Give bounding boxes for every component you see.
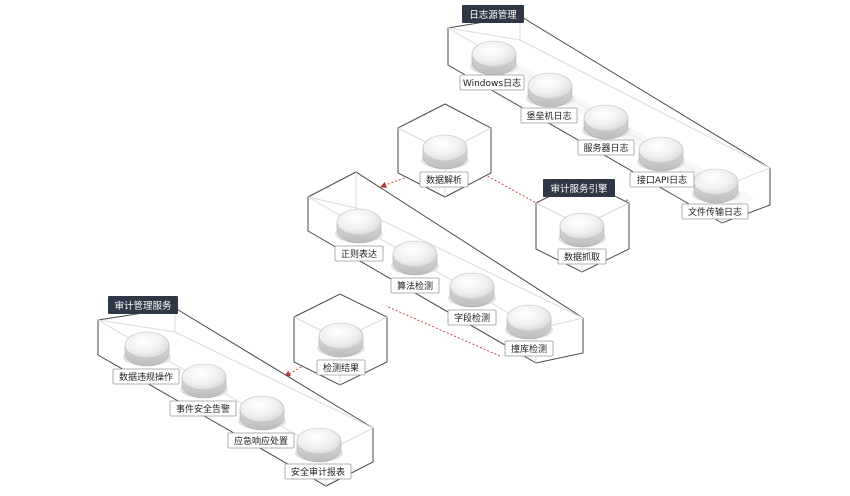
node-label: 文件传输日志 [688,206,742,218]
node-data-parse[interactable]: 数据解析 [419,171,469,188]
node-label: 安全审计报表 [291,466,345,478]
node-windows-log[interactable]: Windows日志 [459,74,525,91]
group-title: 日志源管理 [469,9,517,21]
node-label: 堡垒机日志 [526,110,571,122]
group-title: 审计服务引擎 [550,183,608,195]
group-title: 审计管理服务 [114,300,172,312]
node-regex[interactable]: 正则表达 [334,245,384,262]
node-label: 数据抓取 [564,251,600,263]
node-label: 算法检测 [397,280,433,292]
disc-data-capture [558,212,606,248]
node-labels: Windows日志 堡垒机日志 服务器日志 接口API日志 文件传输日志 数据解… [112,74,749,480]
node-label: 检测结果 [323,362,359,374]
title-audit-engine: 审计服务引擎 [543,179,615,197]
disc-server-log [582,104,630,140]
node-label: 服务器日志 [583,142,628,154]
node-security-alert[interactable]: 事件安全告警 [169,400,237,417]
connector-result-to-management [284,364,306,377]
node-data-capture[interactable]: 数据抓取 [557,248,607,265]
node-api-log[interactable]: 接口API日志 [629,171,695,188]
disc-file-transfer-log [692,168,740,204]
node-violation-ops[interactable]: 数据违规操作 [112,368,180,385]
disc-algorithm [391,240,439,276]
disc-audit-report [295,427,343,463]
node-field[interactable]: 字段检测 [447,309,497,326]
node-label: 数据解析 [426,174,462,186]
disc-field [448,272,496,308]
node-file-transfer-log[interactable]: 文件传输日志 [681,203,749,220]
node-emergency-response[interactable]: 应急响应处置 [227,432,295,449]
node-credential-stuffing[interactable]: 撞库检测 [504,340,554,357]
node-label: 撞库检测 [511,343,547,355]
connector-detection-to-result [385,305,501,357]
disc-credential-stuffing [505,304,553,340]
disc-detection-result [317,322,365,358]
disc-regex [335,208,383,244]
disc-emergency-response [238,395,286,431]
node-algorithm[interactable]: 算法检测 [390,277,440,294]
node-label: 数据违规操作 [119,371,173,383]
disc-security-alert [180,363,228,399]
disc-api-log [637,136,685,172]
node-label: 正则表达 [341,248,377,260]
node-label: 字段检测 [454,312,490,324]
title-log-sources: 日志源管理 [462,5,524,23]
node-server-log[interactable]: 服务器日志 [577,139,635,156]
node-detection-result[interactable]: 检测结果 [316,359,366,376]
disc-violation-ops [123,331,171,367]
disc-data-parse [421,134,469,170]
node-label: 应急响应处置 [234,435,288,447]
title-audit-management: 审计管理服务 [108,296,178,314]
node-label: Windows日志 [463,77,521,89]
disc-windows-log [470,40,518,76]
node-bastion-log[interactable]: 堡垒机日志 [520,107,578,124]
node-audit-report[interactable]: 安全审计报表 [284,463,352,480]
node-label: 接口API日志 [637,174,687,186]
disc-bastion-log [526,72,574,108]
node-discs [123,40,740,463]
node-label: 事件安全告警 [176,403,230,415]
